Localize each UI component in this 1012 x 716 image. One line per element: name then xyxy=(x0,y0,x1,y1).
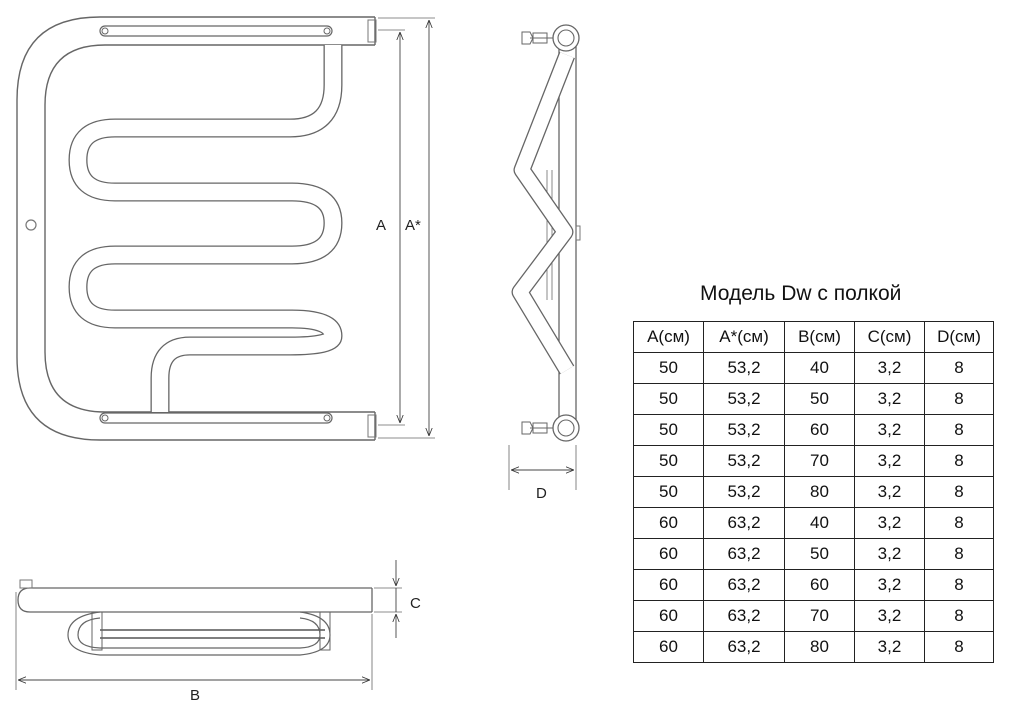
header-c: C(см) xyxy=(854,321,925,353)
cell-a: 60 xyxy=(633,538,704,570)
dim-label-d: D xyxy=(536,485,547,502)
cell-b: 50 xyxy=(784,538,855,570)
cell-c: 3,2 xyxy=(854,569,925,601)
cell-a-star: 63,2 xyxy=(703,631,785,663)
top-view-coil xyxy=(67,611,331,656)
dim-label-c: C xyxy=(410,595,421,612)
table-title: Модель Dw с полкой xyxy=(700,282,902,305)
cell-c: 3,2 xyxy=(854,507,925,539)
cell-c: 3,2 xyxy=(854,445,925,477)
cell-c: 3,2 xyxy=(854,538,925,570)
cell-b: 70 xyxy=(784,445,855,477)
table-row: 60 63,2 80 3,2 8 xyxy=(633,631,994,663)
header-b: B(см) xyxy=(784,321,855,353)
cell-a-star: 63,2 xyxy=(703,507,785,539)
front-view: A A* xyxy=(16,16,435,441)
table-row: 60 63,2 50 3,2 8 xyxy=(633,538,994,570)
cell-a: 50 xyxy=(633,476,704,508)
serpentine-coil xyxy=(68,45,343,412)
spec-table-header-row: A(см) A*(см) B(см) C(см) D(см) xyxy=(633,321,994,353)
cell-a-star: 53,2 xyxy=(703,352,785,384)
cell-a: 50 xyxy=(633,352,704,384)
cell-b: 40 xyxy=(784,507,855,539)
frame-tube-outer xyxy=(16,16,375,441)
cell-b: 50 xyxy=(784,383,855,415)
header-a: A(см) xyxy=(633,321,704,353)
cell-c: 3,2 xyxy=(854,631,925,663)
cell-d: 8 xyxy=(924,352,994,384)
cell-d: 8 xyxy=(924,414,994,446)
shelf-rail-top xyxy=(99,25,333,37)
cell-a-star: 53,2 xyxy=(703,476,785,508)
side-tube-bottom xyxy=(552,414,580,442)
cell-d: 8 xyxy=(924,600,994,632)
top-view-tube xyxy=(17,587,372,613)
table-row: 50 53,2 70 3,2 8 xyxy=(633,445,994,477)
dim-label-a: A xyxy=(376,217,386,234)
top-view: B C xyxy=(15,560,421,704)
table-row: 50 53,2 60 3,2 8 xyxy=(633,414,994,446)
cell-b: 80 xyxy=(784,476,855,508)
dim-label-b: B xyxy=(190,687,200,704)
mount-hole xyxy=(25,219,37,231)
cell-d: 8 xyxy=(924,631,994,663)
cell-c: 3,2 xyxy=(854,352,925,384)
side-view: D xyxy=(508,24,581,502)
cell-b: 70 xyxy=(784,600,855,632)
table-row: 50 53,2 80 3,2 8 xyxy=(633,476,994,508)
cell-a-star: 53,2 xyxy=(703,414,785,446)
table-row: 50 53,2 50 3,2 8 xyxy=(633,383,994,415)
cell-d: 8 xyxy=(924,383,994,415)
cell-d: 8 xyxy=(924,538,994,570)
shelf-rail-bottom xyxy=(99,412,333,424)
cell-a: 50 xyxy=(633,383,704,415)
side-tube-top xyxy=(552,24,580,52)
header-a-star: A*(см) xyxy=(703,321,785,353)
cell-a-star: 53,2 xyxy=(703,383,785,415)
cell-a-star: 63,2 xyxy=(703,569,785,601)
side-fitting-top xyxy=(521,31,553,45)
cell-a-star: 63,2 xyxy=(703,600,785,632)
cell-a: 60 xyxy=(633,569,704,601)
side-fitting-bottom xyxy=(521,421,553,435)
cell-b: 80 xyxy=(784,631,855,663)
cell-b: 60 xyxy=(784,569,855,601)
cell-d: 8 xyxy=(924,569,994,601)
table-row: 50 53,2 40 3,2 8 xyxy=(633,352,994,384)
cell-c: 3,2 xyxy=(854,476,925,508)
cell-a: 50 xyxy=(633,445,704,477)
table-row: 60 63,2 70 3,2 8 xyxy=(633,600,994,632)
cell-a: 60 xyxy=(633,507,704,539)
frame-tube-inner xyxy=(44,44,375,413)
spec-table: A(см) A*(см) B(см) C(см) D(см) 50 53,2 4… xyxy=(633,321,994,663)
cell-d: 8 xyxy=(924,507,994,539)
table-row: 60 63,2 40 3,2 8 xyxy=(633,507,994,539)
cell-d: 8 xyxy=(924,445,994,477)
cell-c: 3,2 xyxy=(854,600,925,632)
cell-d: 8 xyxy=(924,476,994,508)
cell-c: 3,2 xyxy=(854,414,925,446)
cell-b: 40 xyxy=(784,352,855,384)
cell-a: 50 xyxy=(633,414,704,446)
cell-a: 60 xyxy=(633,600,704,632)
dim-label-a-star: A* xyxy=(405,217,421,234)
table-row: 60 63,2 60 3,2 8 xyxy=(633,569,994,601)
cell-a: 60 xyxy=(633,631,704,663)
cell-a-star: 63,2 xyxy=(703,538,785,570)
cell-a-star: 53,2 xyxy=(703,445,785,477)
header-d: D(см) xyxy=(924,321,994,353)
cell-b: 60 xyxy=(784,414,855,446)
cell-c: 3,2 xyxy=(854,383,925,415)
